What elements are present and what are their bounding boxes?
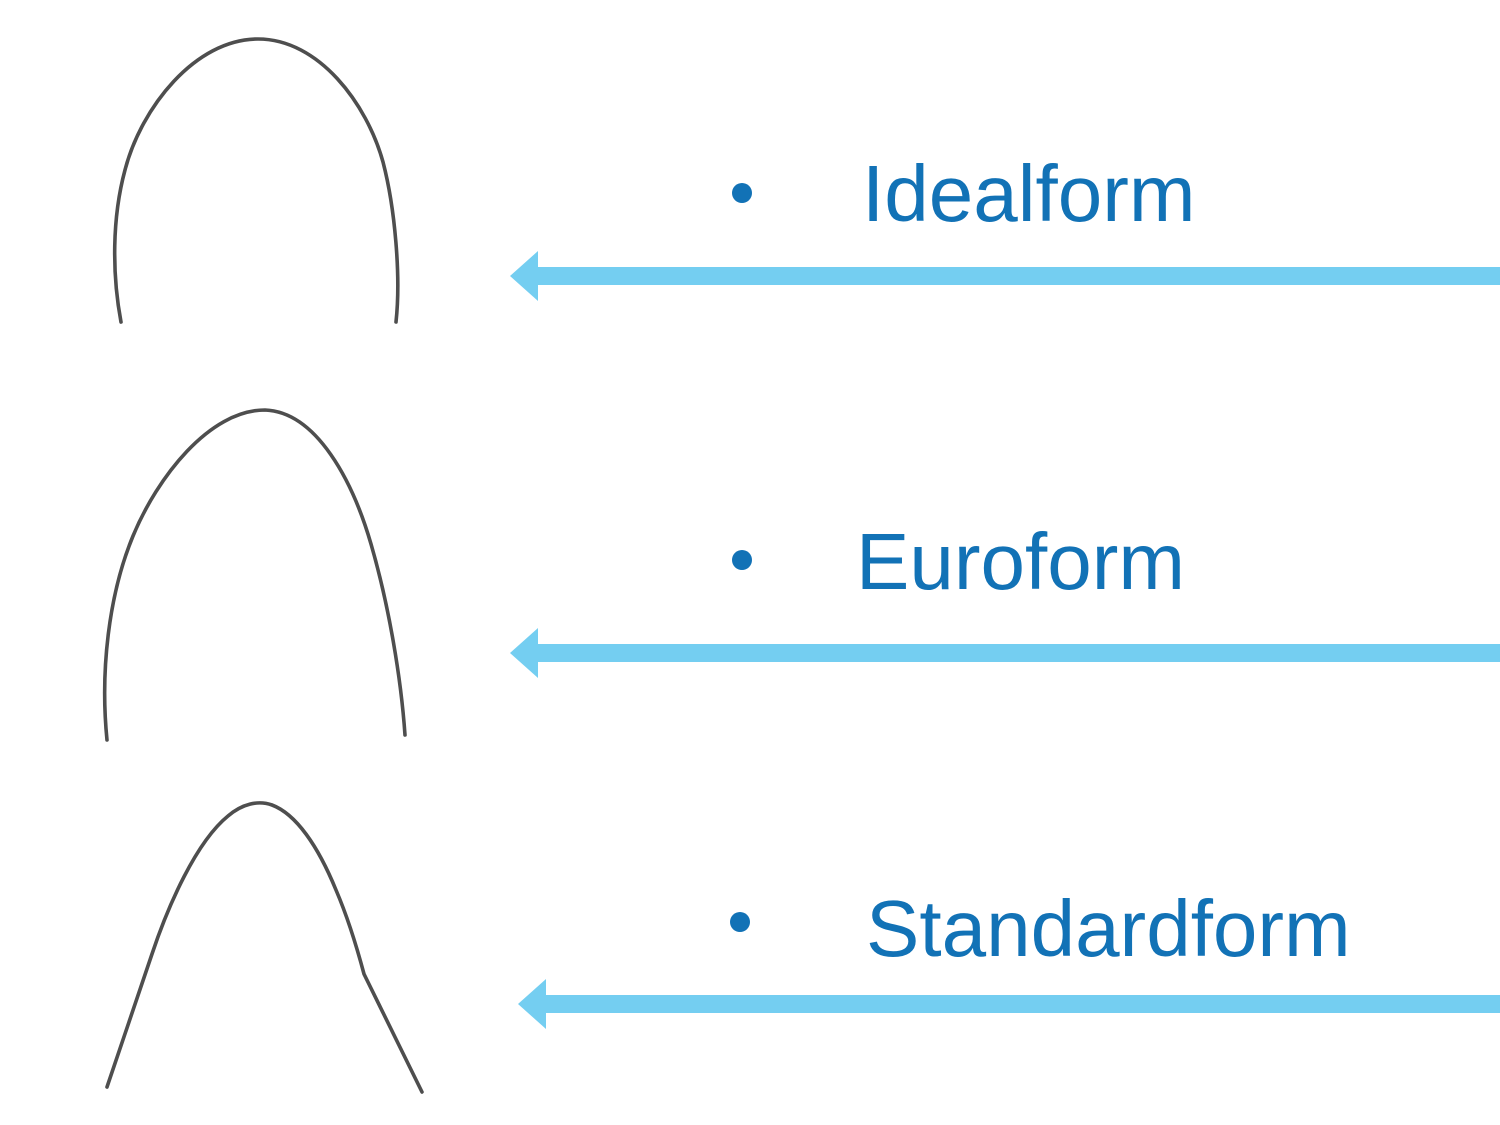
archwire-idealform-icon — [105, 28, 415, 328]
label-idealform: Idealform — [862, 149, 1196, 238]
left-arrow-icon-idealform — [510, 251, 1500, 301]
label-euroform: Euroform — [856, 517, 1185, 606]
archwire-standardform-icon — [98, 792, 428, 1097]
left-arrow-icon-euroform — [510, 628, 1500, 678]
left-arrow-icon-standardform — [518, 979, 1500, 1029]
label-standardform: Standardform — [866, 884, 1351, 973]
bullet-dot-icon — [732, 183, 752, 203]
archwire-euroform-icon — [95, 398, 410, 746]
bullet-dot-icon — [732, 550, 752, 570]
bullet-dot-icon — [730, 912, 750, 932]
